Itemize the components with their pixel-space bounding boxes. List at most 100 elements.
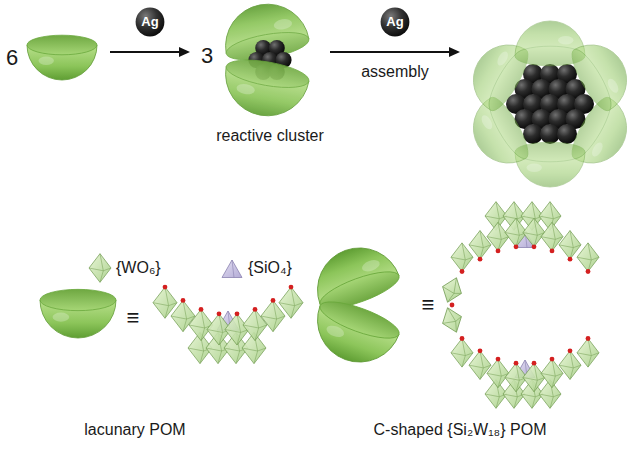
- wo6-octahedron-part: [207, 329, 223, 332]
- wo6-octahedron-part: [480, 231, 483, 248]
- wo6-octahedron-part: [555, 373, 563, 376]
- wo6-octahedron-part: [559, 351, 581, 380]
- reaction-arrow: [330, 47, 460, 57]
- hemisphere-shell-part: [527, 164, 542, 172]
- wo6-octahedron: [541, 222, 563, 251]
- wo6-octahedron-part: [219, 314, 223, 333]
- wo6-octahedron-part: [259, 325, 267, 328]
- wo6-octahedron-part: [100, 254, 103, 271]
- wo6-octahedron-part: [559, 231, 581, 260]
- wo6-octahedron-part: [521, 216, 535, 219]
- wo6-octahedron-part: [451, 243, 473, 272]
- wo6-octahedron: [451, 243, 473, 272]
- wo6-octahedron: [487, 359, 509, 388]
- wo6-octahedron-part: [451, 257, 465, 260]
- hemisphere-shell-part: [53, 313, 70, 322]
- wo6-octahedron-part: [539, 216, 553, 219]
- oxygen-dot: [235, 311, 240, 316]
- wo6-octahedron-part: [552, 359, 555, 376]
- oxygen-dot: [586, 336, 591, 341]
- assembled-cluster-drawing: [461, 21, 639, 187]
- wo6-octahedron-part: [485, 394, 499, 397]
- wo6-octahedron-part: [553, 394, 561, 397]
- wo6-octahedron-part: [496, 397, 499, 409]
- wo6-octahedron: [523, 218, 545, 247]
- wo6-octahedron-part: [453, 321, 459, 332]
- wo6-octahedron-part: [516, 380, 519, 392]
- wo6-octahedron-part: [442, 287, 455, 294]
- silver-cluster-part: [557, 124, 577, 144]
- wo6-octahedron-part: [559, 365, 573, 368]
- legend-text: {SiO₄}: [248, 259, 292, 276]
- hemisphere-shell-part: [590, 141, 605, 159]
- oxygen-dot: [532, 361, 537, 366]
- wo6-octahedron-part: [295, 303, 303, 306]
- hemisphere-shell-part: [273, 18, 293, 31]
- wo6-octahedron-part: [454, 291, 461, 296]
- wo6-octahedron-part: [291, 306, 295, 319]
- hemisphere-shell-part: [495, 50, 510, 68]
- wo6-octahedron-part: [480, 351, 483, 368]
- wo6-octahedron-part: [465, 353, 473, 356]
- wo6-octahedron-part: [448, 292, 454, 303]
- wo6-octahedron-part: [559, 245, 573, 248]
- wo6-octahedron-part: [153, 303, 169, 306]
- wo6-octahedron-part: [279, 287, 303, 318]
- sio4-tetrahedron: [222, 260, 242, 278]
- wo6-octahedron-part: [189, 325, 205, 328]
- wo6-octahedron-part: [465, 257, 473, 260]
- wo6-octahedron-part: [448, 307, 456, 323]
- wo6-octahedron-part: [201, 328, 205, 341]
- wo6-octahedron-part: [469, 351, 491, 380]
- wo6-octahedron-part: [100, 271, 103, 283]
- oxygen-dot: [586, 269, 591, 274]
- wo6-octahedron-part: [501, 237, 509, 240]
- wo6-octahedron: [89, 254, 111, 283]
- cluster-label: reactive cluster: [216, 127, 324, 145]
- wo6-octahedron-part: [591, 257, 599, 260]
- oxygen-dot: [460, 336, 465, 341]
- reaction-arrow-part: [179, 47, 190, 57]
- hemisphere-shell-part: [479, 113, 494, 131]
- lacunary-pom-structure: [153, 285, 303, 364]
- wo6-octahedron-part: [469, 365, 483, 368]
- wo6-octahedron-part: [219, 332, 223, 345]
- wo6-octahedron-part: [254, 351, 258, 364]
- wo6-octahedron-part: [243, 325, 259, 328]
- wo6-octahedron-part: [236, 351, 240, 364]
- hemisphere-shell-part: [316, 295, 403, 346]
- wo6-octahedron-part: [273, 319, 277, 332]
- wo6-octahedron-part: [242, 348, 258, 351]
- wo6-octahedron-part: [237, 332, 241, 345]
- wo6-octahedron: [469, 231, 491, 260]
- wo6-octahedron-part: [514, 202, 517, 219]
- element-symbol: Ag: [141, 15, 158, 29]
- wo6-octahedron: [559, 351, 581, 380]
- wo6-octahedron-part: [523, 233, 537, 236]
- oxygen-dot: [450, 303, 455, 308]
- wo6-octahedron-part: [487, 222, 509, 251]
- hemisphere-shell-part: [27, 35, 97, 55]
- wo6-octahedron-part: [532, 397, 535, 409]
- wo6-octahedron: [577, 243, 599, 272]
- sio4-tetrahedron-part: [232, 260, 234, 278]
- step-label: assembly: [361, 63, 429, 81]
- wo6-octahedron-part: [550, 397, 553, 409]
- wo6-octahedron-part: [523, 377, 537, 380]
- hemisphere-shell-part: [325, 323, 346, 339]
- oxygen-dot: [568, 348, 573, 353]
- wo6-octahedron: [451, 339, 473, 368]
- c-shaped-hemisphere-icon: [306, 236, 403, 374]
- reaction-arrow: [110, 47, 190, 57]
- wo6-octahedron: [559, 231, 581, 260]
- wo6-octahedron-part: [505, 233, 519, 236]
- wo6-octahedron-part: [480, 368, 483, 380]
- count-label: 6: [6, 45, 18, 70]
- wo6-octahedron-part: [261, 316, 277, 319]
- hemisphere-shell: [40, 289, 116, 338]
- wo6-octahedron-part: [570, 231, 573, 248]
- wo6-octahedron-part: [577, 353, 591, 356]
- hemisphere-shell-part: [40, 289, 116, 310]
- wo6-octahedron-part: [469, 231, 491, 260]
